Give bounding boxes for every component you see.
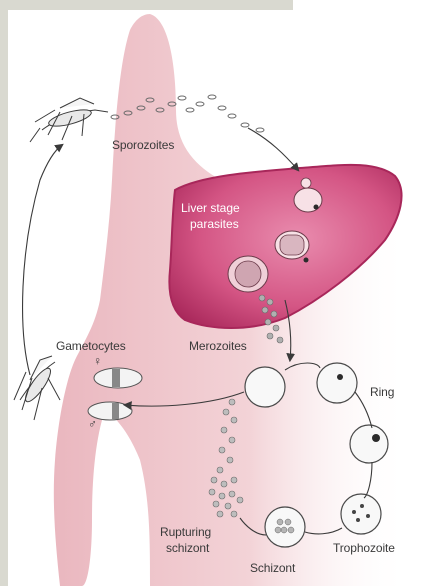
rupturing-schizont-label-line2: schizont [166,541,210,555]
schizont-label: Schizont [250,561,296,575]
female-symbol: ♀ [93,354,102,368]
mosquito-icon [14,356,60,420]
male-symbol: ♂ [88,417,97,431]
liver-stage-label-line2: parasites [190,217,239,231]
gametocytes-label: Gametocytes [56,339,126,353]
sporozoites-label: Sporozoites [112,138,174,152]
mosquito-icon [30,98,108,142]
liver-stage-label-line1: Liver stage [181,201,240,215]
merozoites-label: Merozoites [189,339,247,353]
rupturing-schizont-label-line1: Rupturing [160,525,211,539]
ring-label: Ring [370,385,394,399]
trophozoite-label: Trophozoite [333,541,395,555]
